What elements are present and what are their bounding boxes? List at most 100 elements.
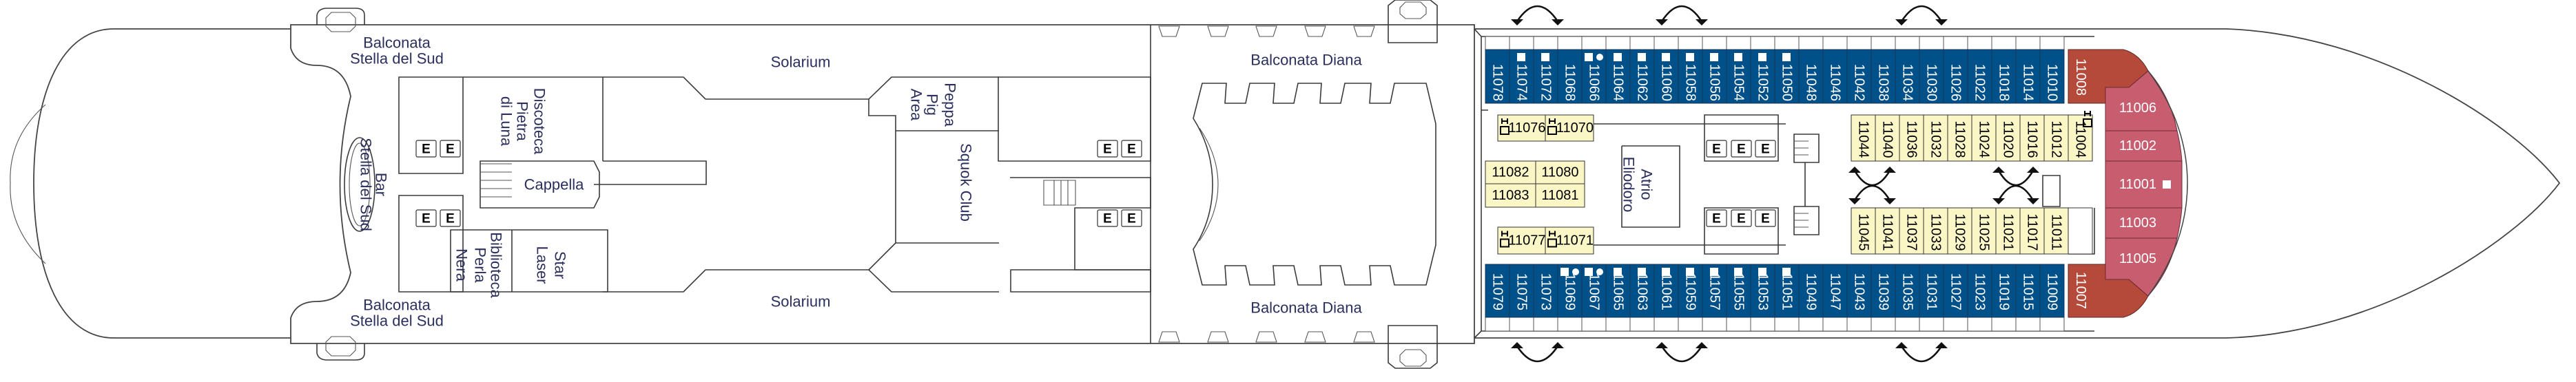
suite[interactable]: 11005 [2105, 237, 2178, 297]
cabin[interactable]: 11080 [1535, 160, 1585, 184]
cabin[interactable]: 11011 [2043, 207, 2069, 255]
cabin[interactable]: 11017 [2019, 207, 2045, 255]
cabin[interactable]: 11064 [1605, 49, 1631, 104]
cabin[interactable]: 11072 [1533, 49, 1558, 104]
cabin[interactable]: 11022 [1967, 49, 1992, 104]
cabin[interactable]: 11042 [1846, 49, 1872, 104]
cabin[interactable]: 11073 [1533, 264, 1558, 318]
cabin[interactable]: 11055 [1726, 264, 1751, 318]
cabin[interactable]: 11076 [1497, 114, 1546, 142]
cabin[interactable]: 11048 [1798, 49, 1824, 104]
cabin[interactable]: 11044 [1851, 114, 1876, 162]
elevator-icon: E [1706, 209, 1727, 227]
cabin[interactable]: 11050 [1774, 49, 1800, 104]
cabin[interactable]: 11054 [1726, 49, 1751, 104]
cabin[interactable]: 11083 [1485, 183, 1536, 208]
balcony [1726, 317, 1751, 332]
cabin[interactable]: 11051 [1774, 264, 1800, 318]
cabin[interactable]: 11056 [1702, 49, 1727, 104]
cabin[interactable]: 11077 [1497, 226, 1546, 255]
cabin[interactable]: 11016 [2019, 114, 2045, 162]
cabin[interactable]: 11061 [1653, 264, 1679, 318]
cabin[interactable]: 11078 [1485, 49, 1510, 104]
cabin[interactable]: 11067 [1581, 264, 1607, 318]
cabin[interactable]: 11035 [1895, 264, 1920, 318]
cabin[interactable]: 11066 [1581, 49, 1607, 104]
cabin[interactable]: 11024 [1971, 114, 1997, 162]
cabin[interactable]: 11043 [1846, 264, 1872, 318]
cabin[interactable]: 11031 [1919, 264, 1944, 318]
cabin[interactable]: 11029 [1947, 207, 1972, 255]
cabin[interactable]: 11023 [1967, 264, 1992, 318]
corner-suite[interactable]: 11008 [2068, 49, 2149, 104]
cabin[interactable]: 11009 [2039, 264, 2065, 318]
cabin-number: 11082 [1492, 165, 1529, 180]
cabin-number: 11026 [1948, 64, 1964, 101]
balcony [1678, 317, 1703, 332]
cabin[interactable]: 11004 [2068, 111, 2093, 162]
cabin[interactable]: 11041 [1875, 207, 1900, 255]
cabin[interactable]: 11032 [1923, 114, 1948, 162]
cabin[interactable]: 11059 [1678, 264, 1703, 318]
cabin[interactable]: 11028 [1947, 114, 1972, 162]
cabin[interactable]: 11030 [1919, 49, 1944, 104]
cabin-number: 11008 [2073, 59, 2088, 96]
cabin[interactable]: 11047 [1822, 264, 1848, 318]
cabin[interactable]: 11014 [2015, 49, 2041, 104]
cabin[interactable]: 11046 [1822, 49, 1848, 104]
cabin[interactable]: 11019 [1991, 264, 2017, 318]
cabin[interactable]: 11079 [1485, 264, 1510, 318]
balcony [1991, 36, 2017, 50]
suite[interactable]: 11003 [2105, 207, 2183, 239]
cabin[interactable]: 11037 [1899, 207, 1924, 255]
solarium-bottom: Solarium [771, 293, 831, 310]
balcony [1943, 36, 1968, 50]
cabin-number: 11016 [2025, 120, 2040, 158]
venue-label: di Luna [498, 96, 515, 147]
cabin[interactable]: 11071 [1545, 226, 1594, 255]
cabin[interactable]: 11065 [1605, 264, 1631, 318]
cabin[interactable]: 11069 [1557, 264, 1583, 318]
corner-suite[interactable]: 11007 [2068, 264, 2149, 318]
cabin[interactable]: 11070 [1545, 114, 1594, 142]
cabin-number: 11064 [1611, 64, 1626, 101]
cabin[interactable]: 11074 [1509, 49, 1534, 104]
cabin[interactable]: 11081 [1535, 183, 1585, 208]
cabin[interactable]: 11020 [1995, 114, 2021, 162]
cabin[interactable]: 11012 [2043, 114, 2069, 162]
cabin[interactable]: 11039 [1871, 264, 1896, 318]
cabin[interactable]: 11027 [1943, 264, 1968, 318]
cabin[interactable]: 11063 [1629, 264, 1655, 318]
cabin[interactable]: 11052 [1750, 49, 1775, 104]
square-icon [1614, 268, 1622, 276]
cabin[interactable]: 11058 [1678, 49, 1703, 104]
cabin[interactable]: 11015 [2015, 264, 2041, 318]
balconata-diana-top: Balconata Diana [1250, 52, 1362, 69]
suite[interactable]: 11002 [2105, 130, 2183, 162]
cabin-number: 11033 [1928, 213, 1944, 251]
cabin[interactable]: 11025 [1971, 207, 1997, 255]
cabin[interactable]: 11049 [1798, 264, 1824, 318]
cabin[interactable]: 11033 [1923, 207, 1948, 255]
cabin[interactable]: 11038 [1871, 49, 1896, 104]
suite[interactable]: 11001 [2105, 160, 2183, 209]
cabin[interactable]: 11034 [1895, 49, 1920, 104]
cabin[interactable]: 11021 [1995, 207, 2021, 255]
cabin[interactable]: 11082 [1485, 160, 1536, 184]
cabin[interactable]: 11075 [1509, 264, 1534, 318]
cabin[interactable]: 11018 [1991, 49, 2017, 104]
cabin[interactable]: 11010 [2039, 49, 2065, 104]
cabin[interactable]: 11053 [1750, 264, 1775, 318]
cabin[interactable]: 11057 [1702, 264, 1727, 318]
elevator-glyph: E [1737, 212, 1746, 226]
cabin[interactable]: 11036 [1899, 114, 1924, 162]
cabin[interactable]: 11040 [1875, 114, 1900, 162]
cabin-number: 11023 [1972, 273, 1988, 310]
cabin[interactable]: 11045 [1851, 207, 1876, 255]
cabin[interactable]: 11026 [1943, 49, 1968, 104]
cabin[interactable]: 11068 [1557, 49, 1583, 104]
cabin[interactable]: 11062 [1629, 49, 1655, 104]
cabin[interactable]: 11060 [1653, 49, 1679, 104]
